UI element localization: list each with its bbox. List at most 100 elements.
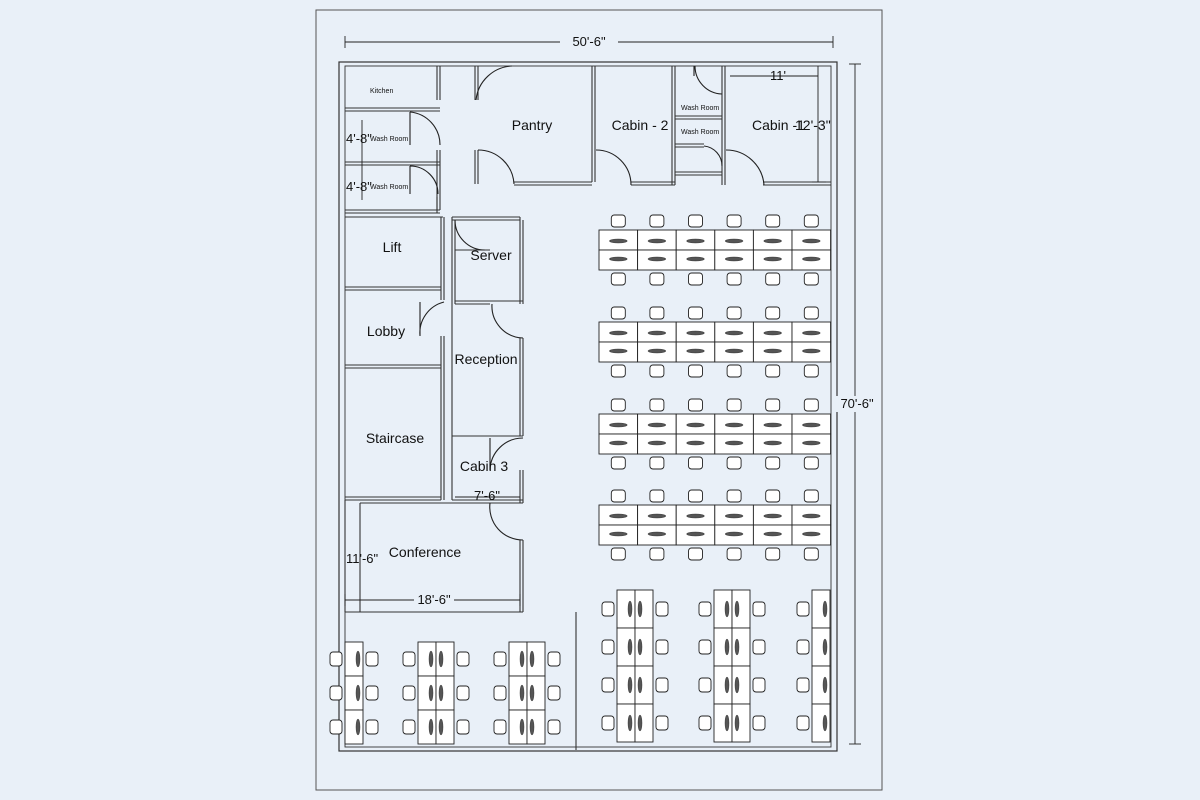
monitor xyxy=(802,531,821,537)
chair xyxy=(698,639,712,655)
chair xyxy=(649,489,665,503)
monitor xyxy=(763,531,782,537)
chair xyxy=(547,719,561,735)
chair xyxy=(688,398,703,412)
monitor xyxy=(734,600,740,618)
chair xyxy=(796,677,810,693)
pantry-room: Pantry xyxy=(474,65,592,186)
chair xyxy=(649,306,665,320)
desk xyxy=(634,665,654,705)
monitor xyxy=(627,600,633,618)
monitor xyxy=(438,718,444,736)
monitor xyxy=(724,256,744,262)
chair xyxy=(726,214,742,228)
monitor xyxy=(529,718,535,736)
monitor xyxy=(686,531,705,537)
monitor xyxy=(529,684,535,702)
desk xyxy=(508,641,528,677)
chair xyxy=(765,272,781,286)
lift-label: Lift xyxy=(383,239,402,255)
chair xyxy=(765,456,781,470)
cabin2-label: Cabin - 2 xyxy=(612,117,669,133)
chair xyxy=(803,489,819,503)
desk xyxy=(435,709,455,745)
monitor xyxy=(438,684,444,702)
cabin2-room: Cabin - 2 xyxy=(591,66,675,186)
server-room: Server xyxy=(451,216,524,305)
chair xyxy=(365,685,379,701)
chair xyxy=(456,719,470,735)
washroom-dim-1: 4'-8" xyxy=(346,131,372,146)
monitor xyxy=(609,440,628,446)
chair xyxy=(601,677,615,693)
chair xyxy=(610,272,626,286)
conference-height-dim: 11'-6" xyxy=(346,551,379,566)
chair xyxy=(726,306,742,320)
pantry-label: Pantry xyxy=(512,117,552,133)
chair xyxy=(698,715,712,731)
chair xyxy=(610,364,626,378)
chair xyxy=(493,651,507,667)
reception-label: Reception xyxy=(454,351,517,367)
monitor xyxy=(822,600,828,618)
chair xyxy=(765,398,781,412)
chair xyxy=(402,651,416,667)
monitor xyxy=(609,256,628,262)
washroom-right-label-1: Wash Room xyxy=(681,105,719,112)
monitor xyxy=(763,440,782,446)
desk xyxy=(811,665,831,705)
desk xyxy=(417,709,437,745)
desk xyxy=(713,627,733,667)
monitor xyxy=(763,513,782,519)
monitor xyxy=(802,348,821,354)
chair xyxy=(688,364,703,378)
desk xyxy=(435,641,455,677)
monitor xyxy=(627,676,633,694)
chair xyxy=(726,547,742,561)
cabin1-room: 11' Cabin -1 12'-3" xyxy=(725,66,831,186)
monitor xyxy=(355,650,361,668)
chair xyxy=(688,489,703,503)
chair xyxy=(688,547,703,561)
monitor xyxy=(438,650,444,668)
monitor xyxy=(802,256,821,262)
chair xyxy=(688,272,703,286)
lobby-label: Lobby xyxy=(367,323,405,339)
desk xyxy=(731,703,751,743)
desk xyxy=(713,665,733,705)
chair xyxy=(726,272,742,286)
monitor xyxy=(529,650,535,668)
overall-height-dimension: 70'-6" xyxy=(836,63,874,745)
chair xyxy=(402,685,416,701)
chair xyxy=(752,677,766,693)
kitchen-area: Kitchen Wash Room Wash Room 4'-8" 4'-8" xyxy=(345,66,441,214)
monitor xyxy=(519,684,525,702)
chair xyxy=(726,489,742,503)
chair xyxy=(365,719,379,735)
monitor xyxy=(724,676,730,694)
monitor xyxy=(802,330,821,336)
chair xyxy=(655,601,669,617)
washroom-dim-2: 4'-8" xyxy=(346,179,372,194)
chair xyxy=(493,685,507,701)
desk xyxy=(417,675,437,711)
monitor xyxy=(637,714,643,732)
monitor xyxy=(802,422,821,428)
desk xyxy=(526,709,546,745)
monitor xyxy=(637,638,643,656)
desk xyxy=(713,703,733,743)
desk xyxy=(634,703,654,743)
monitor xyxy=(428,684,434,702)
desk xyxy=(435,675,455,711)
cabin1-label: Cabin -1 xyxy=(752,117,805,133)
monitor xyxy=(609,330,628,336)
desk xyxy=(731,665,751,705)
reception-area: Reception xyxy=(451,303,524,500)
conference-label: Conference xyxy=(389,544,462,560)
monitor xyxy=(734,638,740,656)
chair xyxy=(803,547,819,561)
lobby-area: Lobby xyxy=(345,301,445,500)
desk xyxy=(731,627,751,667)
chair xyxy=(752,601,766,617)
desk xyxy=(616,703,636,743)
